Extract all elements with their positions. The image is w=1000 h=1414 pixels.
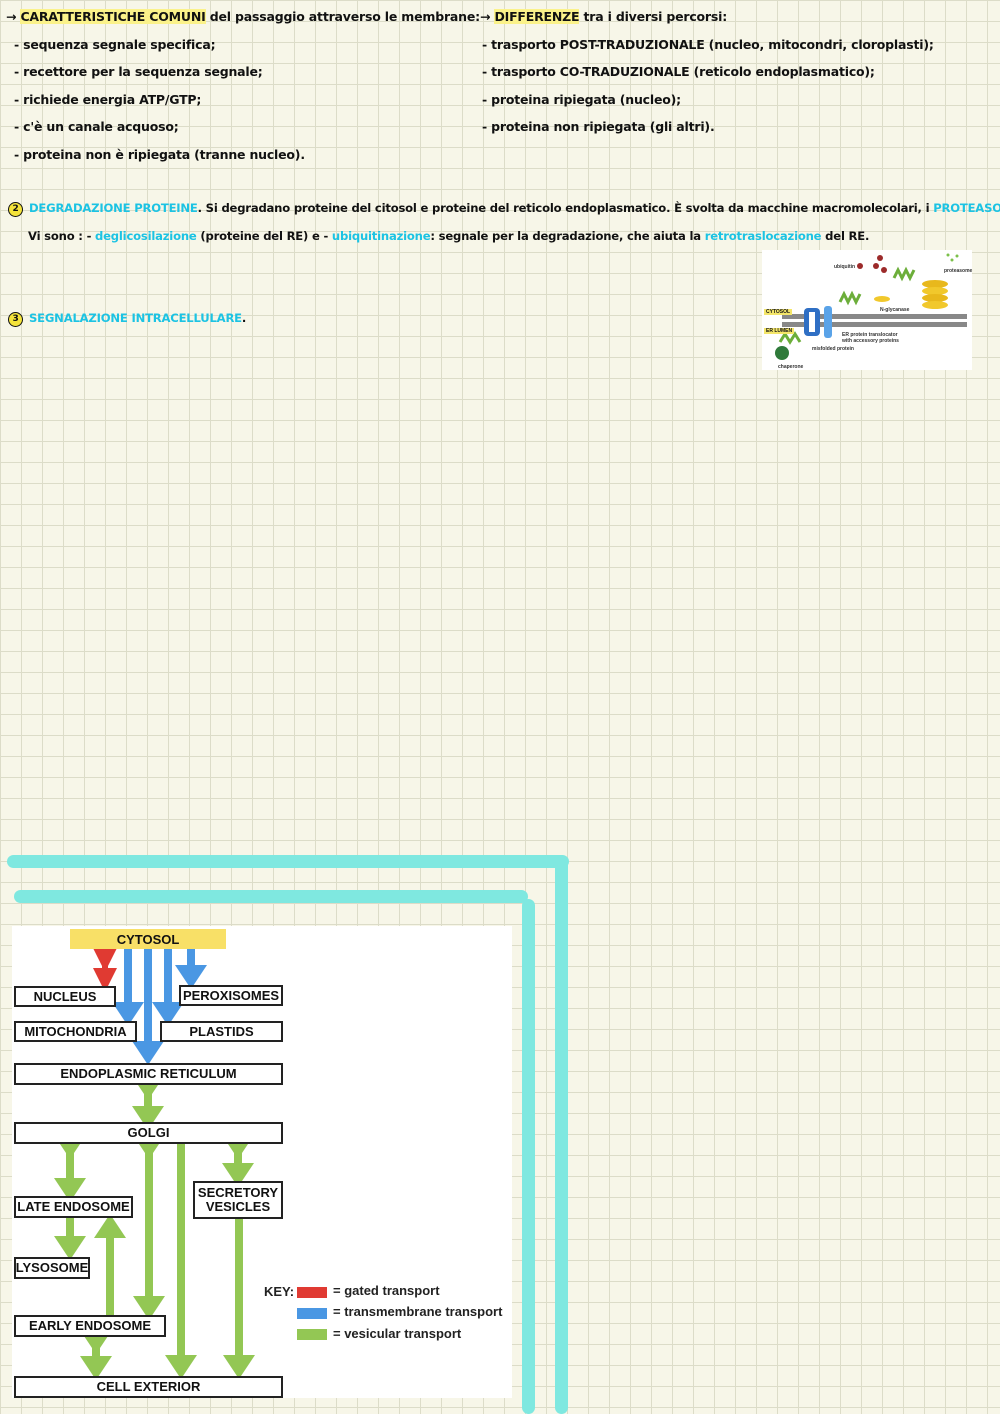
section2-title: DEGRADAZIONE PROTEINE [29,201,198,215]
section2-line2: Vi sono : - deglicosilazione (proteine d… [28,229,869,243]
term-deglicosilazione: deglicosilazione [95,229,197,243]
common-item-2: - recettore per la sequenza segnale; [14,64,263,79]
key-title: KEY: [264,1284,295,1299]
line2-mid: (proteine del RE) e - [196,229,332,243]
er-lumen-tag: ER LUMEN [764,328,795,334]
key-gated: = gated transport [333,1283,440,1298]
line2-mid2: : segnale per la degradazione, che aiuta… [430,229,705,243]
proteasome-label: proteasome [944,268,973,274]
diff-item-4: - proteina non ripiegata (gli altri). [482,119,715,134]
cyan-frame-top-outer [7,855,569,868]
golgi-box: GOLGI [14,1122,283,1144]
early-endosome-box: EARLY ENDOSOME [14,1315,166,1337]
gated-swatch [297,1287,327,1298]
protein-transport-diagram: CYTOSOL NUCLEUS PEROXISOMES MITOCHONDRIA… [12,926,512,1398]
plastids-box: PLASTIDS [160,1021,283,1042]
section2-line1: 2 DEGRADAZIONE PROTEINE. Si degradano pro… [8,201,1000,217]
er-degradation-figure: ubiquitin proteasome N-glycanase CYTOSOL… [762,250,972,370]
common-item-1: - sequenza segnale specifica; [14,37,216,52]
heading-rest: del passaggio attraverso le membrane: [205,9,480,24]
section-number: 3 [8,312,23,327]
er-box: ENDOPLASMIC RETICULUM [14,1063,283,1085]
heading-rest: tra i diversi percorsi: [579,9,728,24]
common-item-4: - c'è un canale acquoso; [14,119,179,134]
term-ubiquitinazione: ubiquitinazione [331,229,431,243]
line2-start: Vi sono : - [28,229,96,243]
term-proteasomi: PROTEASOMI [933,201,1000,215]
transmembrane-swatch [297,1308,327,1319]
term-retrotraslocazione: retrotraslocazione [704,229,822,243]
diff-item-2: - trasporto CO-TRADUZIONALE (reticolo en… [482,64,875,79]
cyan-frame-right-outer [555,857,568,1414]
heading-highlight: CARATTERISTICHE COMUNI [20,9,206,24]
cytosol-tag: CYTOSOL [764,309,793,315]
er-degradation-illustration [775,253,967,360]
cyan-frame-right-inner [522,899,535,1414]
cyan-frame-top-inner [14,890,528,903]
nucleus-box: NUCLEUS [14,986,116,1007]
translocator-label: ER protein translocator with accessory p… [842,332,899,344]
diff-item-3: - proteina ripiegata (nucleo); [482,92,681,107]
diff-item-1: - trasporto POST-TRADUZIONALE (nucleo, m… [482,37,934,52]
common-item-5: - proteina non è ripiegata (tranne nucle… [14,147,305,162]
vesicular-swatch [297,1329,327,1340]
misfolded-label: misfolded protein [812,346,854,352]
section2-text: . Si degradano proteine del citosol e pr… [197,201,934,215]
secretory-vesicles-box: SECRETORY VESICLES [193,1181,283,1219]
section-number: 2 [8,202,23,217]
lysosome-box: LYSOSOME [14,1257,90,1279]
mitochondria-box: MITOCHONDRIA [14,1021,137,1042]
n-glycanase-label: N-glycanase [880,307,910,313]
common-features-heading: → CARATTERISTICHE COMUNI del passaggio a… [6,9,480,24]
cytosol-box: CYTOSOL [70,929,226,949]
late-endosome-box: LATE ENDOSOME [14,1196,133,1218]
key-vesicular: = vesicular transport [333,1326,462,1341]
heading-highlight: DIFFERENZE [494,9,580,24]
section3-title: SEGNALAZIONE INTRACELLULARE [29,311,242,325]
arrow-icon: → [6,9,17,24]
section3-dot: . [241,311,247,325]
key-transmembrane: = transmembrane transport [333,1304,503,1319]
section3-heading: 3 SEGNALAZIONE INTRACELLULARE. [8,311,246,327]
common-item-3: - richiede energia ATP/GTP; [14,92,202,107]
cell-exterior-box: CELL EXTERIOR [14,1376,283,1398]
line2-end: del RE. [821,229,870,243]
chaperone-label: chaperone [778,364,804,370]
arrow-icon: → [480,9,491,24]
transport-arrows [54,948,255,1380]
ubiquitin-label: ubiquitin [834,264,856,270]
differences-heading: → DIFFERENZE tra i diversi percorsi: [480,9,727,24]
peroxisomes-box: PEROXISOMES [179,985,283,1006]
